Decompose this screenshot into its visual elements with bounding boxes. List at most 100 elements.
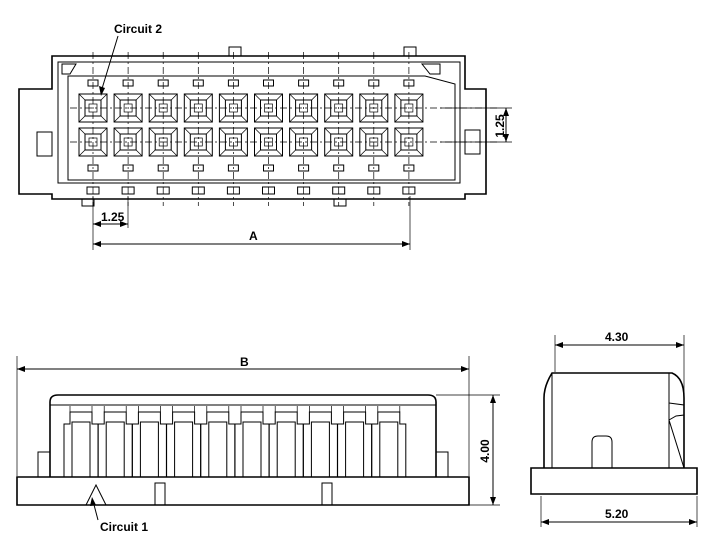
terminal-cavity [324, 93, 354, 123]
cavity-chamfer [148, 149, 156, 157]
bottom-slot [227, 164, 239, 172]
top-slot [403, 79, 415, 87]
cavity-chamfer [346, 149, 353, 157]
cavity-chamfer [324, 127, 331, 135]
cavity-chamfer [184, 149, 191, 157]
terminal-cavity [113, 127, 143, 157]
front-terminal-contact [379, 421, 399, 477]
front-terminal-contact [208, 421, 228, 477]
bottom-lug [156, 186, 170, 195]
cavity-chamfer [324, 115, 331, 123]
cavity-chamfer [416, 149, 424, 157]
cavity-chamfer [359, 149, 367, 157]
front-terminal-slot [63, 411, 99, 477]
front-terminal-contact [242, 421, 262, 477]
terminal-hole [369, 103, 379, 113]
bottom-slot [333, 164, 345, 172]
front-terminal-contact [105, 421, 125, 477]
cavity-chamfer [394, 115, 402, 123]
terminal-cavity [289, 93, 319, 123]
front-terminal-slot [131, 411, 167, 477]
top-slot [298, 79, 310, 87]
terminal-cavity [218, 127, 248, 157]
cavity-chamfer [113, 127, 121, 135]
cavity-chamfer [254, 127, 261, 135]
bottom-slot [87, 164, 99, 172]
cavity-chamfer [206, 93, 213, 101]
dim-height: 4.00 [478, 439, 492, 463]
cavity-chamfer [184, 93, 191, 101]
cavity-chamfer [311, 149, 318, 157]
front-terminal-slot [371, 411, 407, 477]
cavity-chamfer [113, 93, 121, 101]
front-terminal-slot [268, 411, 304, 477]
cavity-chamfer [254, 149, 261, 157]
terminal-hole [158, 103, 168, 113]
terminal-cavity [183, 93, 213, 123]
dim-pitch-horizontal: 1.25 [101, 210, 125, 224]
cavity-chamfer [100, 93, 108, 101]
bottom-slot [263, 164, 274, 172]
cavity-chamfer [416, 115, 424, 123]
front-terminal-contact [276, 421, 296, 477]
bottom-lug [332, 186, 346, 195]
cavity-chamfer [135, 149, 143, 157]
terminal-cavity [324, 127, 354, 157]
cavity-chamfer [394, 149, 402, 157]
cavity-chamfer [359, 93, 367, 101]
bottom-lug [191, 186, 205, 195]
cavity-chamfer [381, 115, 389, 123]
cavity-chamfer [100, 115, 108, 123]
cavity-chamfer [394, 127, 402, 135]
cavity-chamfer [135, 115, 143, 123]
cavity-chamfer [394, 93, 402, 101]
cavity-chamfer [78, 93, 86, 101]
cavity-chamfer [170, 149, 178, 157]
cavity-chamfer [219, 149, 226, 157]
cavity-chamfer [276, 93, 283, 101]
top-slot [122, 79, 134, 87]
side-view: 4.30 5.20 [530, 330, 698, 527]
cavity-chamfer [311, 93, 318, 101]
bottom-lug [121, 186, 135, 195]
front-terminal-contact [345, 421, 365, 477]
terminal-cavity [183, 127, 213, 157]
dim-b: B [240, 355, 249, 369]
bottom-lug [367, 186, 381, 195]
bottom-slot [403, 164, 415, 172]
terminal-hole [369, 137, 379, 147]
terminal-hole [264, 137, 273, 147]
cavity-chamfer [311, 127, 318, 135]
front-terminal-slot [337, 411, 373, 477]
front-terminal-slot [200, 411, 236, 477]
top-slot [157, 79, 169, 87]
cavity-chamfer [289, 93, 296, 101]
bottom-lug [86, 186, 100, 195]
cavity-chamfer [219, 115, 226, 123]
cavity-chamfer [381, 93, 389, 101]
top-slot [368, 79, 380, 87]
top-slot [263, 79, 274, 87]
top-view: 1.25 1.25 A Circuit 2 [18, 22, 512, 250]
terminal-cavity [394, 93, 424, 123]
cavity-chamfer [324, 149, 331, 157]
cavity-chamfer [289, 149, 296, 157]
cavity-chamfer [416, 127, 424, 135]
top-slot [192, 79, 204, 87]
cavity-chamfer [254, 115, 261, 123]
cavity-chamfer [311, 115, 318, 123]
front-terminal-contact [139, 421, 159, 477]
bottom-lug [262, 186, 275, 195]
circuit-1-label: Circuit 1 [100, 520, 148, 534]
cavity-chamfer [78, 149, 86, 157]
cavity-chamfer [381, 149, 389, 157]
cavity-chamfer [148, 115, 156, 123]
bottom-slot [122, 164, 134, 172]
front-terminal-contact [71, 421, 91, 477]
bottom-slot [157, 164, 169, 172]
cavity-chamfer [346, 115, 353, 123]
bottom-slot [192, 164, 204, 172]
cavity-chamfer [276, 149, 283, 157]
terminal-cavity [394, 127, 424, 157]
